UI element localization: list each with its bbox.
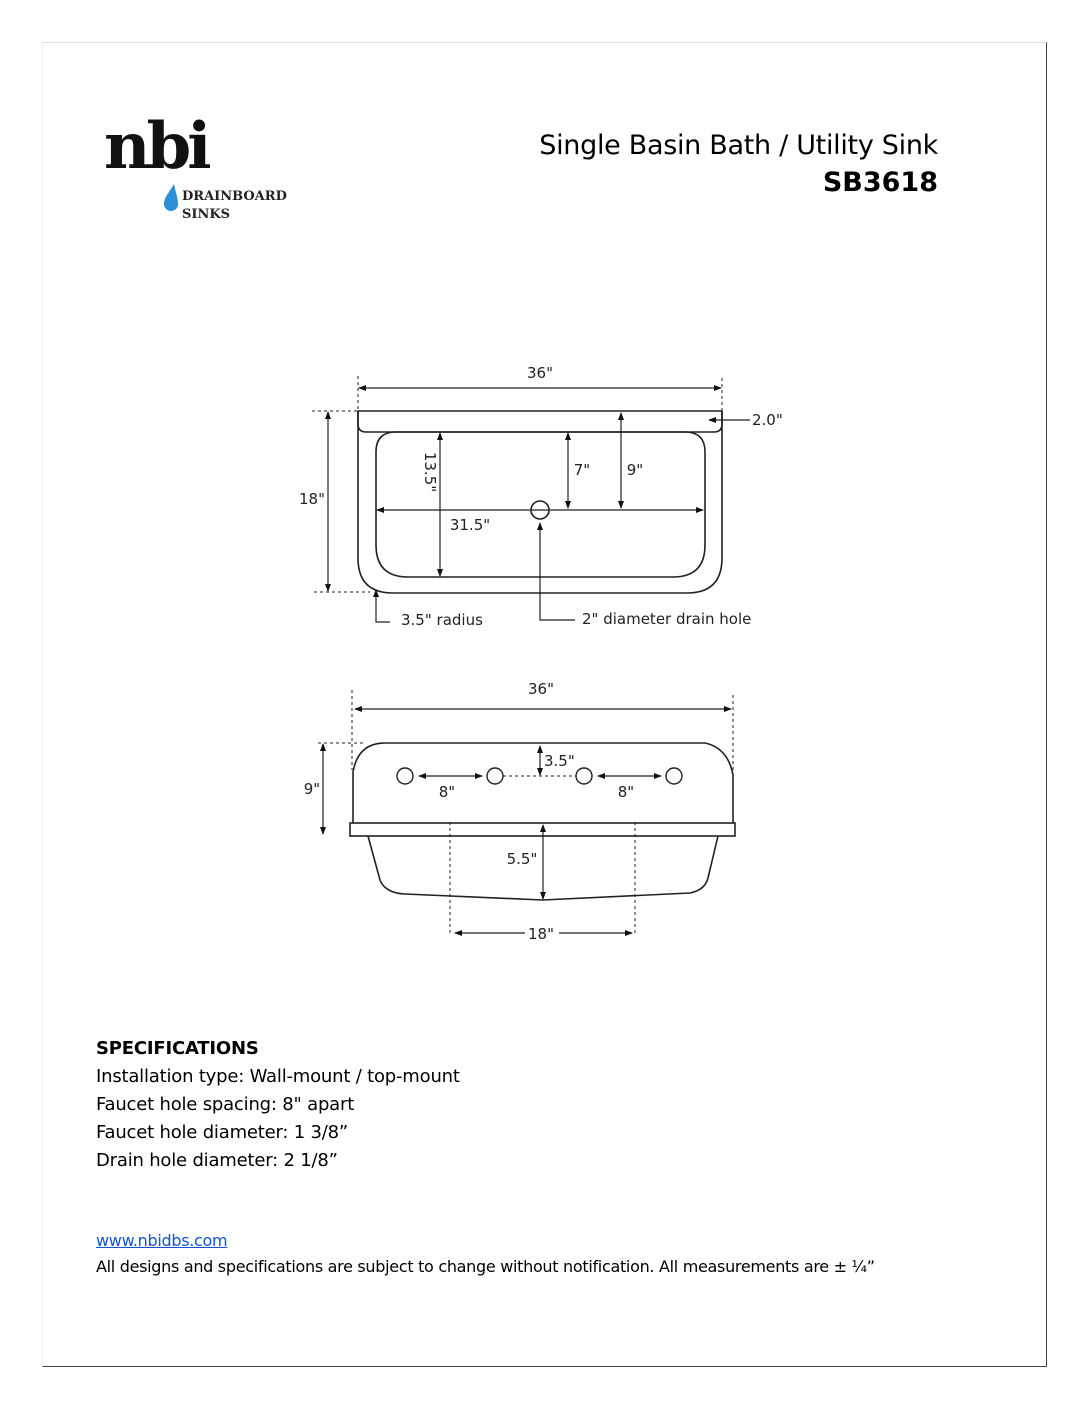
hole-offset-label: 3.5" — [544, 752, 575, 770]
page-border — [42, 42, 1047, 1367]
basin-depth-label: 5.5" — [507, 850, 538, 868]
product-title: Single Basin Bath / Utility Sink — [539, 130, 938, 161]
rim-label: 2.0" — [752, 411, 783, 429]
faucet-hole — [665, 767, 683, 785]
logo-sub2: SINKS — [182, 207, 230, 222]
faucet-hole — [486, 767, 504, 785]
specs-heading: SPECIFICATIONS — [96, 1038, 259, 1059]
top-depth-label: 18" — [299, 490, 325, 508]
hole-spacing-left-label: 8" — [439, 783, 455, 801]
faucet-hole — [396, 767, 414, 785]
document-title: Single Basin Bath / Utility Sink SB3618 — [539, 130, 938, 198]
inner-width-label: 31.5" — [450, 516, 490, 534]
drain-offset-outer-label: 9" — [627, 461, 643, 479]
top-view-drawing — [312, 376, 750, 623]
spec-line: Faucet hole spacing: 8" apart — [96, 1094, 355, 1115]
website-link[interactable]: www.nbidbs.com — [96, 1231, 228, 1250]
water-drop-icon — [164, 184, 178, 211]
inner-depth-label: 13.5" — [421, 452, 439, 492]
logo-wordmark: nbi — [104, 112, 210, 184]
front-view-drawing — [318, 690, 736, 936]
logo-sub1: DRAINBOARD — [182, 189, 287, 204]
front-height-label: 9" — [304, 780, 320, 798]
disclaimer: All designs and specifications are subje… — [96, 1257, 875, 1276]
spec-line: Faucet hole diameter: 1 3/8” — [96, 1122, 349, 1143]
footer: www.nbidbs.com All designs and specifica… — [96, 1228, 1056, 1280]
spec-line: Installation type: Wall-mount / top-moun… — [96, 1066, 460, 1087]
hole-spacing-right-label: 8" — [618, 783, 634, 801]
specifications: SPECIFICATIONS Installation type: Wall-m… — [96, 1035, 460, 1175]
spec-line: Drain hole diameter: 2 1/8” — [96, 1150, 338, 1171]
bottom-width-label: 18" — [528, 925, 554, 943]
drain-note: 2" diameter drain hole — [582, 610, 751, 628]
drain-offset-inner-label: 7" — [574, 461, 590, 479]
faucet-hole — [575, 767, 593, 785]
nbi-logo: nbi DRAINBOARD SINKS — [104, 112, 287, 222]
front-width-label: 36" — [528, 680, 554, 698]
model-number: SB3618 — [822, 167, 938, 198]
top-width-label: 36" — [527, 364, 553, 382]
radius-note: 3.5" radius — [401, 611, 483, 629]
